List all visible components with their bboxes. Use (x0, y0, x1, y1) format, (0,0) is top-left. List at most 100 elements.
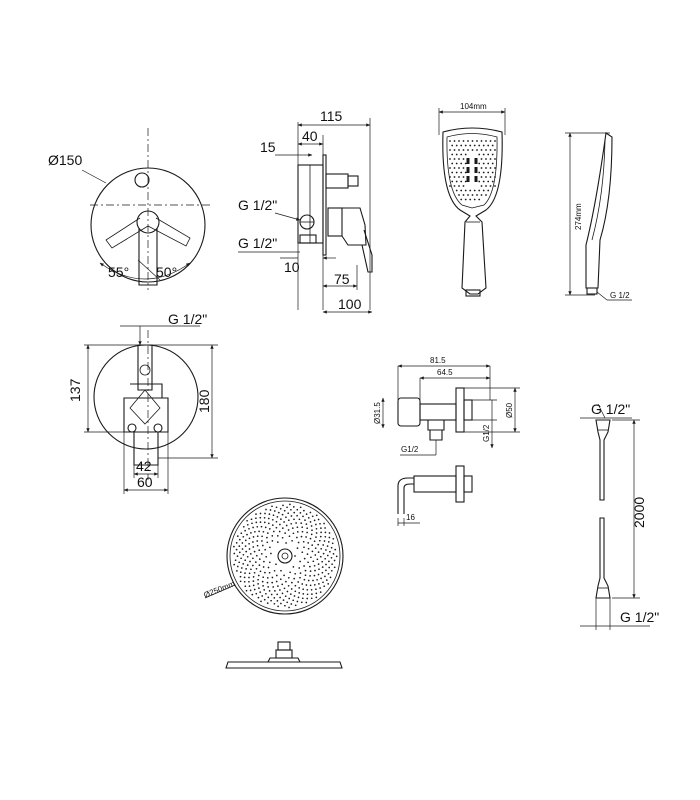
nozzle-dot (487, 144, 490, 147)
nozzle-dot (255, 592, 258, 595)
nozzle-dot (261, 540, 263, 542)
nozzle-dot (272, 586, 275, 588)
nozzle-dot (288, 535, 291, 538)
nozzle-dot (335, 555, 338, 558)
dim-hose-top-g12: G 1/2" (591, 401, 630, 417)
nozzle-dot (258, 558, 261, 560)
nozzle-dot (305, 601, 308, 604)
nozzle-dot (322, 544, 325, 546)
nozzle-dot (248, 537, 251, 540)
nozzle-dot (453, 185, 456, 187)
nozzle-dot (453, 149, 456, 151)
nozzle-dot (451, 144, 454, 147)
nozzle-dot (301, 530, 304, 533)
nozzle-dot (302, 593, 305, 595)
nozzle-dot (298, 587, 301, 589)
nozzle-dot (257, 578, 259, 581)
nozzle-dot (320, 531, 322, 534)
nozzle-dot (267, 517, 270, 520)
nozzle-dot (258, 549, 261, 551)
nozzle-dot (471, 194, 474, 196)
nozzle-dot (283, 521, 285, 523)
nozzle-dot (246, 519, 248, 522)
nozzle-dot (244, 539, 247, 542)
nozzle-dot (334, 548, 337, 551)
nozzle-dot (325, 563, 327, 566)
nozzle-dot (311, 593, 313, 595)
nozzle-dot (290, 522, 293, 525)
wall-elbow: 81.5 64.5 Ø31.5 G1/2 Ø50 G1/2 16 (373, 356, 520, 526)
nozzle-dot (251, 522, 253, 525)
nozzle-dot (460, 171, 463, 174)
nozzle-dot (307, 542, 310, 544)
nozzle-dot (261, 544, 264, 547)
nozzle-dot (256, 544, 259, 547)
nozzle-dot (253, 571, 256, 574)
nozzle-dot (268, 590, 271, 592)
nozzle-dot (238, 538, 241, 541)
nozzle-dot (317, 573, 320, 576)
nozzle-dot (311, 550, 314, 553)
nozzle-dot (291, 581, 293, 584)
nozzle-dot (455, 189, 458, 192)
nozzle-dot (489, 149, 492, 151)
nozzle-dot (269, 546, 271, 549)
nozzle-dot (268, 513, 271, 515)
nozzle-dot (313, 574, 316, 577)
nozzle-dot (273, 597, 276, 599)
nozzle-dot (302, 515, 304, 518)
nozzle-dot (305, 536, 307, 538)
nozzle-dot (266, 577, 269, 579)
nozzle-dot (248, 585, 251, 587)
nozzle-dot (328, 532, 331, 534)
nozzle-dot (246, 523, 249, 526)
nozzle-dot (291, 527, 294, 529)
nozzle-dot (297, 541, 300, 544)
nozzle-dot (290, 603, 293, 605)
nozzle-dot (312, 560, 315, 563)
nozzle-dot (258, 587, 260, 589)
nozzle-dot (249, 560, 251, 563)
nozzle-dot (487, 153, 490, 156)
nozzle-dot (240, 567, 243, 569)
nozzle-dot (491, 162, 494, 165)
nozzle-dot (300, 601, 303, 604)
nozzle-dot (310, 533, 313, 536)
nozzle-dot (292, 599, 295, 602)
nozzle-dot (272, 514, 275, 517)
nozzle-dot (244, 559, 247, 562)
nozzle-dot (265, 508, 267, 511)
nozzle-dot (294, 555, 296, 557)
nozzle-dot (246, 555, 249, 558)
nozzle-dot (332, 553, 335, 555)
nozzle-dot (309, 511, 312, 514)
nozzle-dot (310, 597, 313, 600)
dim-width-115: 115 (320, 108, 343, 124)
nozzle-dot (328, 536, 331, 539)
nozzle-dot (467, 194, 469, 196)
nozzle-dot (485, 167, 487, 169)
nozzle-dot (243, 576, 246, 579)
nozzle-dot (451, 162, 454, 165)
nozzle-dot (241, 548, 244, 550)
nozzle-dot (324, 575, 326, 578)
nozzle-dot (263, 589, 266, 591)
nozzle-dot (471, 140, 474, 142)
nozzle-dot (478, 171, 481, 174)
nozzle-dot (281, 536, 284, 539)
nozzle-dot (271, 535, 274, 537)
nozzle-dot (267, 522, 270, 525)
nozzle-dot (330, 556, 333, 559)
nozzle-dot (307, 517, 310, 519)
nozzle-dot (329, 550, 331, 553)
nozzle-dot (323, 522, 325, 525)
nozzle-dot (309, 584, 312, 587)
nozzle-dot (267, 586, 270, 588)
nozzle-dot (275, 574, 278, 577)
nozzle-dot (494, 167, 496, 169)
nozzle-dot (264, 526, 267, 529)
nozzle-dot (331, 542, 334, 545)
nozzle-dot (250, 518, 253, 521)
nozzle-dot (462, 167, 465, 169)
nozzle-dot (263, 598, 266, 601)
